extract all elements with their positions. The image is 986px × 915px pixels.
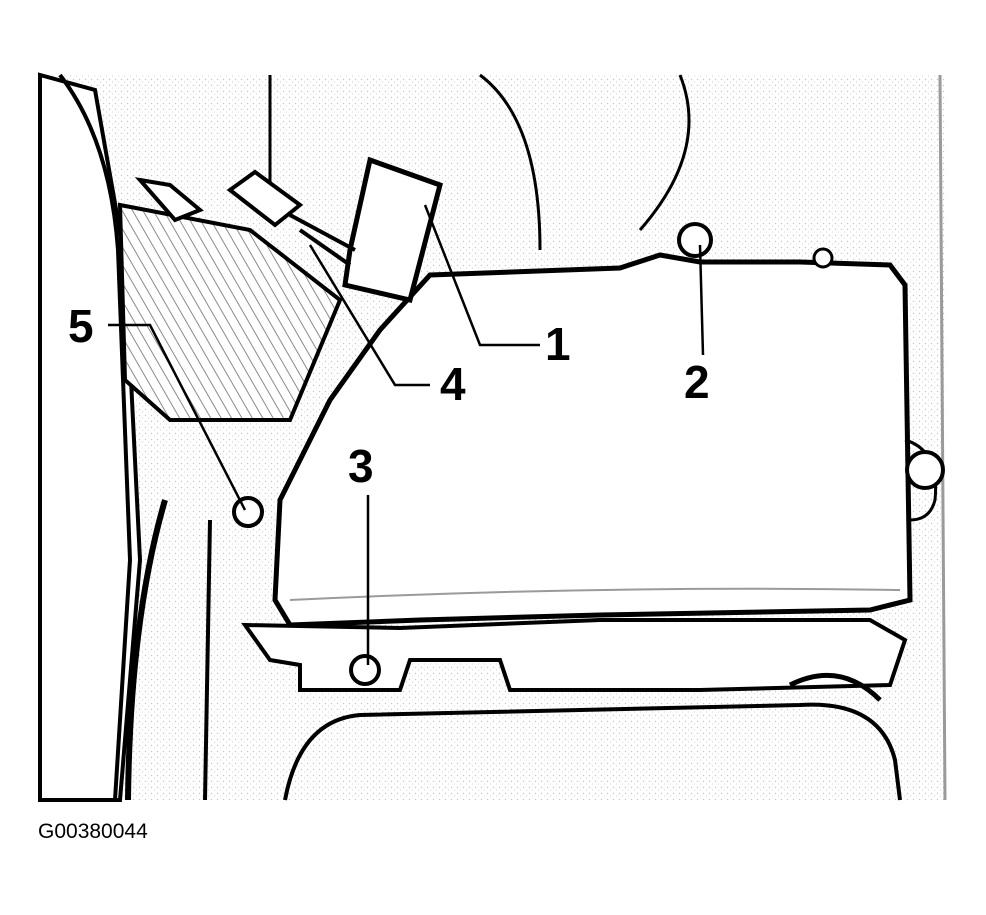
bolts bbox=[232, 222, 945, 686]
leader-line-1 bbox=[423, 204, 540, 347]
main-housing bbox=[272, 252, 938, 628]
leader-line-2 bbox=[698, 244, 705, 356]
electrical-connector bbox=[134, 156, 443, 303]
callouts: 1 2 3 4 5 bbox=[68, 300, 710, 492]
callout-2: 2 bbox=[684, 356, 710, 408]
leader-line-5 bbox=[108, 323, 247, 511]
lower-bracket bbox=[241, 618, 908, 801]
callout-1: 1 bbox=[545, 318, 571, 370]
callout-5: 5 bbox=[68, 300, 94, 352]
figure-code: G00380044 bbox=[38, 820, 148, 843]
intake-duct bbox=[117, 202, 343, 422]
leader-line-4 bbox=[308, 244, 430, 387]
callout-3: 3 bbox=[348, 440, 374, 492]
leader-lines bbox=[108, 204, 705, 665]
callout-4: 4 bbox=[440, 358, 466, 410]
